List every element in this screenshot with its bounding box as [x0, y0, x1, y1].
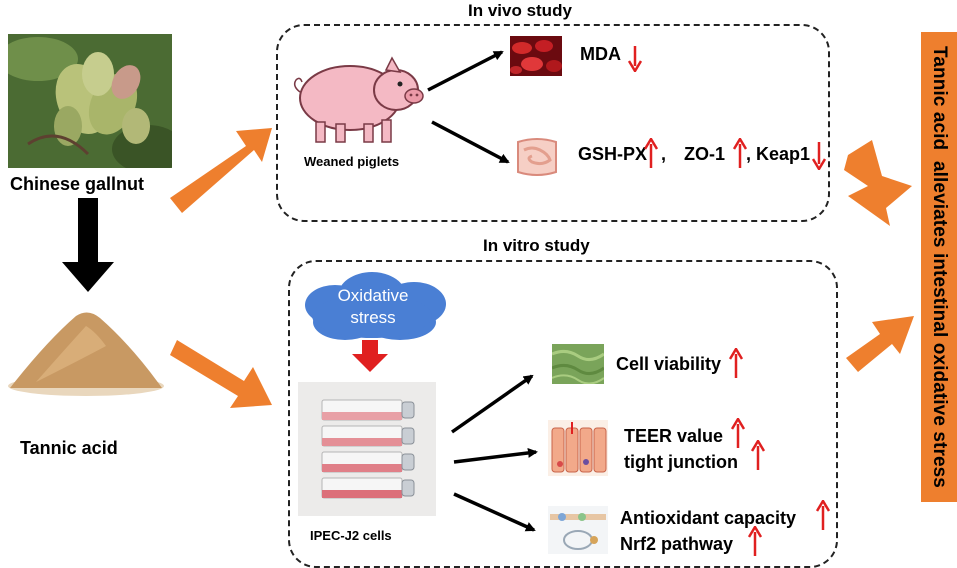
- tight-junction-up-arrow: [751, 440, 765, 470]
- keap1-label: , Keap1: [746, 144, 810, 165]
- nrf2-pathway-up-arrow: [748, 526, 762, 556]
- tight-junction-image: [548, 420, 608, 476]
- nrf2-pathway-label: Nrf2 pathway: [620, 534, 734, 554]
- gsh-px-label: GSH-PX: [578, 144, 648, 164]
- zo-1-label: ZO-1: [684, 144, 726, 164]
- conclusion-bar: [921, 32, 957, 502]
- ipec-j2-cells-label: IPEC-J2 cells: [310, 528, 392, 543]
- arrow-cells-to-teer: [453, 448, 538, 464]
- conclusion-text: Tannic acid alleviates intestinal oxidat…: [929, 46, 950, 488]
- stress-arrow: [352, 340, 388, 372]
- orange-arrow-to-invivo: [170, 128, 272, 213]
- keap1-prefix: ,: [746, 144, 757, 164]
- tannic-acid-powder-image: [6, 302, 166, 398]
- orange-arrow-invivo-to-conclusion: [844, 140, 912, 226]
- oxidative-stress-line2: stress: [350, 308, 396, 327]
- gallnut-image: [8, 34, 172, 168]
- orange-arrow-to-invitro: [170, 340, 272, 408]
- arrow-cells-to-viability: [450, 374, 534, 434]
- antioxidant-capacity-label: Antioxidant capacity: [620, 508, 797, 528]
- mda-label: MDA: [580, 44, 621, 64]
- arrow-pig-to-blood: [427, 50, 504, 92]
- extraction-arrow: [62, 198, 114, 292]
- gsh-px-up-arrow: [644, 138, 658, 168]
- in-vivo-box: [276, 24, 830, 222]
- oxidative-stress-line1: Oxidative: [337, 286, 409, 305]
- intestine-image: [512, 136, 562, 178]
- gsh-px-comma: ,: [661, 144, 667, 164]
- cell-viability-up-arrow: [729, 348, 743, 378]
- arrow-cells-to-antioxidant: [453, 492, 536, 532]
- in-vitro-box: [288, 260, 838, 568]
- zo-1-up-arrow: [733, 138, 747, 168]
- orange-arrow-invitro-to-conclusion: [846, 316, 914, 372]
- tight-junction-label: tight junction: [624, 452, 738, 472]
- arrow-pig-to-intestine: [431, 120, 510, 164]
- mda-down-arrow: [628, 46, 642, 72]
- chinese-gallnut-label: Chinese gallnut: [10, 174, 145, 194]
- cell-viability-label: Cell viability: [616, 354, 722, 374]
- in-vivo-title: In vivo study: [468, 1, 572, 20]
- teer-value-label: TEER value: [624, 426, 724, 446]
- cell-viability-image: [552, 344, 604, 384]
- in-vitro-title: In vitro study: [483, 236, 590, 255]
- antioxidant-capacity-up-arrow: [816, 500, 830, 530]
- weaned-piglets-label: Weaned piglets: [304, 154, 400, 169]
- cell-culture-flasks-image: [298, 382, 436, 516]
- tannic-acid-label: Tannic acid: [20, 438, 118, 458]
- oxidative-stress-cloud: [305, 272, 446, 340]
- keap1-down-arrow: [812, 142, 826, 170]
- blood-cells-image: [510, 36, 562, 76]
- teer-value-up-arrow: [731, 418, 745, 448]
- keap1-name: Keap1: [756, 144, 811, 164]
- nrf2-pathway-image: [548, 506, 608, 554]
- pig-image: [288, 46, 428, 146]
